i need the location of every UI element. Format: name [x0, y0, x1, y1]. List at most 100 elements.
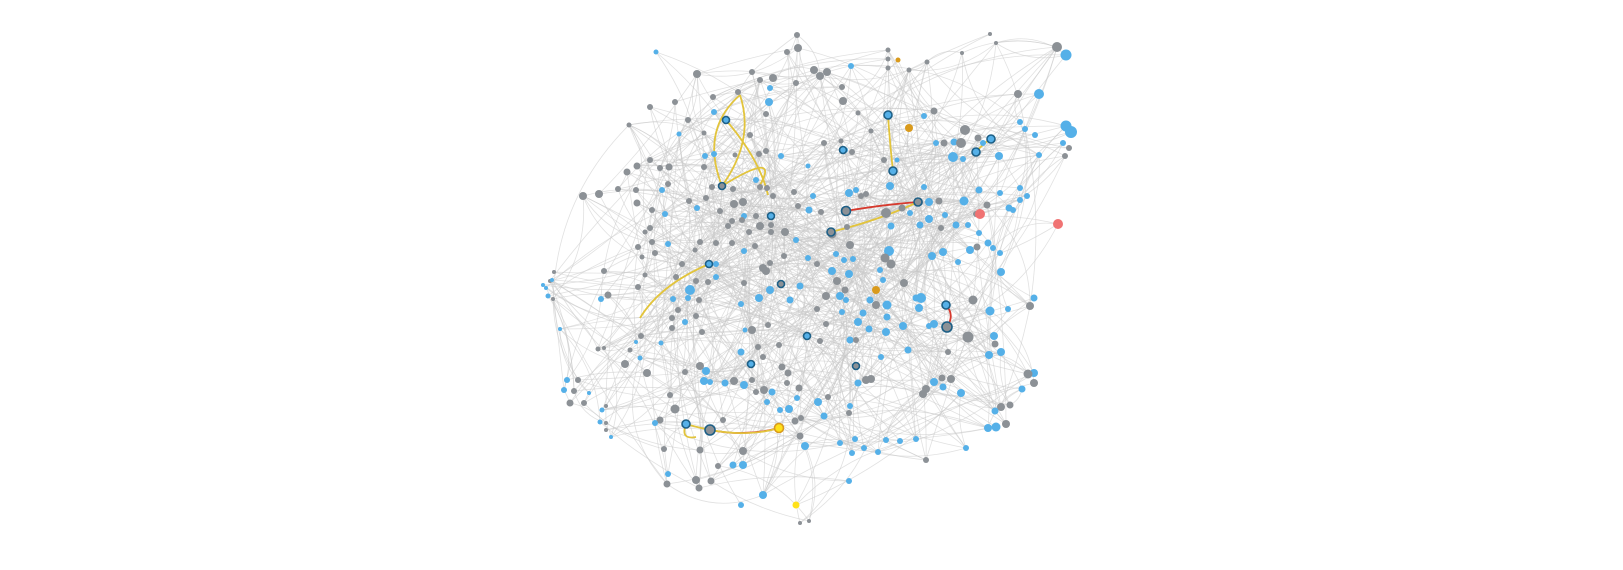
graph-edge	[865, 193, 947, 306]
graph-edge	[687, 119, 744, 203]
graph-node	[899, 322, 907, 330]
graph-node	[883, 437, 889, 443]
graph-node	[859, 309, 867, 317]
highlighted-node	[883, 110, 893, 120]
graph-node	[794, 395, 800, 401]
graph-node	[665, 471, 671, 477]
graph-node	[696, 446, 704, 454]
graph-edge	[628, 121, 705, 134]
graph-edge	[933, 110, 1001, 254]
graph-edge	[924, 151, 977, 327]
graph-node	[656, 416, 664, 424]
graph-edge	[797, 170, 894, 207]
graph-node	[839, 84, 845, 90]
graph-node	[881, 157, 887, 163]
graph-edge	[675, 231, 772, 278]
graph-node	[862, 376, 870, 384]
graph-edge	[712, 96, 853, 153]
graph-edge	[755, 331, 887, 393]
graph-edge	[762, 356, 989, 429]
graph-node	[739, 217, 745, 223]
graph-node	[912, 294, 920, 302]
graph-node	[713, 274, 719, 280]
graph-node	[984, 424, 992, 432]
graph-node	[988, 32, 992, 36]
graph-edge	[629, 329, 753, 351]
graph-edge	[848, 192, 946, 220]
graph-node	[1060, 140, 1066, 146]
graph-node	[960, 51, 964, 55]
graph-node	[740, 381, 748, 389]
graph-edge	[644, 274, 703, 333]
graph-edge	[762, 382, 1035, 496]
graph-node	[1032, 132, 1038, 138]
graph-edge	[850, 64, 1021, 123]
graph-edge	[846, 226, 980, 245]
graph-edge	[943, 142, 981, 215]
graph-node	[694, 205, 700, 211]
graph-edge	[695, 153, 760, 282]
graph-node	[924, 59, 930, 65]
graph-node	[647, 104, 653, 110]
graph-edge	[797, 47, 935, 112]
graph-node	[846, 336, 854, 344]
graph-edge	[681, 263, 857, 341]
graph-node	[738, 502, 744, 508]
graph-node	[768, 388, 776, 396]
graph-edge	[741, 125, 1067, 233]
graph-nodes	[541, 32, 1077, 525]
graph-edge	[603, 220, 733, 349]
highlighted-node	[971, 147, 981, 157]
graph-edge	[806, 257, 815, 337]
graph-node	[966, 246, 974, 254]
graph-node	[575, 377, 581, 383]
graph-node	[855, 110, 861, 116]
graph-node	[945, 349, 951, 355]
graph-node	[757, 184, 763, 190]
graph-edge	[600, 296, 821, 342]
graph-edge	[896, 159, 922, 226]
graph-node	[991, 340, 999, 348]
graph-edge	[780, 151, 894, 172]
graph-node	[1053, 219, 1063, 229]
highlighted-node	[776, 279, 786, 289]
graph-node	[952, 221, 960, 229]
graph-edge	[860, 110, 935, 197]
graph-node	[747, 132, 753, 138]
graph-edge	[699, 391, 773, 451]
graph-edge	[742, 435, 801, 452]
highlighted-node	[851, 361, 861, 371]
highlighted-node	[721, 115, 731, 125]
highlighted-edge-yellow	[721, 94, 746, 187]
graph-edge	[731, 225, 851, 246]
graph-edge	[877, 373, 1029, 453]
graph-edge	[659, 101, 770, 169]
graph-node	[905, 124, 913, 132]
graph-edge	[654, 422, 856, 453]
graph-node	[669, 325, 675, 331]
graph-edge	[703, 86, 843, 168]
graph-node	[1006, 401, 1014, 409]
graph-node	[938, 374, 946, 382]
graph-edge	[902, 325, 962, 394]
graph-node	[642, 229, 648, 235]
graph-edge	[885, 207, 1010, 333]
highlighted-node	[746, 359, 756, 369]
graph-edge	[823, 142, 857, 191]
graph-node	[846, 410, 852, 416]
graph-node	[883, 313, 891, 321]
graph-edge	[610, 427, 711, 438]
graph-edge	[795, 233, 845, 506]
graph-node	[833, 277, 841, 285]
graph-node	[985, 351, 993, 359]
graph-node	[900, 279, 908, 287]
graph-edge	[857, 54, 1067, 114]
graph-edge	[552, 195, 585, 300]
graph-edge	[701, 257, 886, 333]
graph-node	[1022, 126, 1028, 132]
graph-edge	[887, 49, 1014, 211]
graph-node	[1036, 152, 1042, 158]
highlighted-node	[913, 197, 923, 207]
graph-node	[739, 447, 747, 455]
graph-node	[837, 440, 843, 446]
